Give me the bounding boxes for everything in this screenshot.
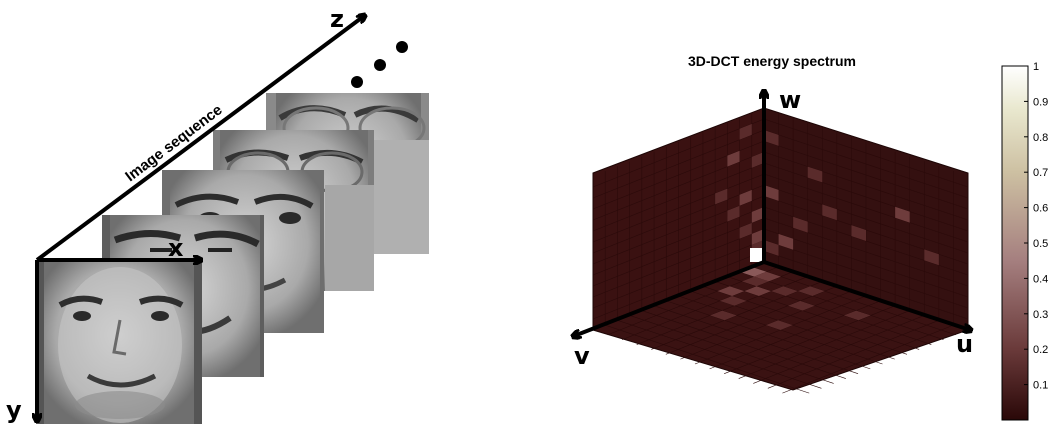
energy-cell [754,271,781,282]
energy-cells [710,123,939,330]
grid-line [763,162,969,232]
x-axis-label: x [168,234,184,262]
colorbar-tick-label: 0.4 [1033,273,1048,285]
energy-cell [793,216,808,233]
grid-line [767,320,939,389]
grid-line [763,140,969,210]
grid-line [629,315,834,384]
dc-coefficient-cell [750,248,764,262]
grid-line [592,173,765,243]
colorbar-tick-label: 0.8 [1033,132,1048,144]
grid-line [782,324,954,394]
image-sequence-panel: x y z Image sequence [6,5,429,424]
energy-cell [764,240,779,256]
energy-cell [822,204,837,221]
energy-cell [751,229,764,245]
energy-cell [727,205,740,222]
energy-cell [727,150,740,167]
energy-cell [924,249,939,266]
grid-line [592,162,765,232]
grid-line [653,305,859,374]
energy-cell [717,286,745,296]
energy-cell [788,300,815,311]
energy-cell [741,276,769,287]
colorbar-tick-label: 0.1 [1033,380,1048,392]
grid-line [605,324,810,394]
grid-line [763,118,969,188]
w-axis-label: w [779,86,801,114]
v-axis-arrow [574,260,765,336]
z-axis-arrow [35,16,364,262]
colorbar-tick-label: 0.2 [1033,344,1048,356]
colorbar-tick-label: 0.6 [1033,203,1048,215]
grid-line [763,129,969,199]
energy-cell [744,286,772,296]
grid-line [709,300,881,370]
energy-cell [764,130,779,146]
energy-cell [895,206,910,223]
energy-cell [764,185,779,201]
grid-line [592,151,765,221]
z-axis-label: z [330,5,344,33]
grid-line [592,129,765,199]
y-axis-label: y [6,396,22,424]
energy-cell [710,310,737,321]
spectrum-title: 3D-DCT energy spectrum [688,53,856,69]
colorbar-tick-label: 0.5 [1033,238,1048,250]
grid-line [617,320,822,389]
grid-line [763,173,969,243]
grid-line [666,300,871,370]
u-axis-arrow [763,260,970,330]
u-axis-label: u [956,330,973,358]
energy-cell [771,286,798,296]
energy-cell [851,225,866,241]
energy-cell [739,189,752,206]
dct-spectrum-panel: 3D-DCT energy spectrum w u v 0.10.20.30.… [574,53,1048,421]
grid-line [738,310,910,379]
energy-cell [739,222,752,239]
grid-line [763,151,969,221]
energy-cell [843,310,871,321]
colorbar-tick-label: 0.9 [1033,96,1048,108]
v-axis-label: v [574,342,590,370]
energy-cell [778,233,794,250]
energy-cell [765,320,793,330]
grid-line [724,305,896,374]
face-frame-1 [36,262,202,424]
colorbar: 0.1 0.2 0.3 0.4 0.5 0.6 0.7 0.8 0.9 1 [1001,61,1048,421]
colorbar-tick-label: 0.3 [1033,309,1048,321]
energy-cell [751,152,764,168]
energy-cell [797,286,825,296]
continuation-dots [351,41,408,88]
colorbar-tick-label: 0.7 [1033,167,1048,179]
energy-cell [807,166,823,183]
grid-line [753,315,925,384]
grid-line [592,118,765,188]
energy-cell [719,296,747,306]
energy-cell [751,207,764,223]
energy-cell [715,188,728,205]
colorbar-tick-label: 1 [1033,61,1039,73]
colorbar-ticks: 0.1 0.2 0.3 0.4 0.5 0.6 0.7 0.8 0.9 1 [1024,61,1048,392]
spectrum-grid [592,112,969,394]
energy-cell [739,123,752,140]
grid-line [641,310,846,379]
